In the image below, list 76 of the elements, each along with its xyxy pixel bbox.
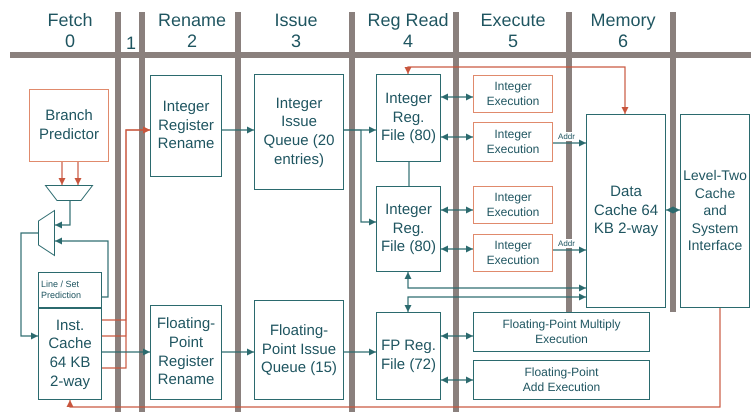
register-file-box bbox=[376, 312, 441, 400]
arrow bbox=[344, 129, 376, 226]
execution-box bbox=[473, 75, 553, 113]
node-label: Integer Reg. File (80) bbox=[380, 200, 437, 258]
stage-number: 6 bbox=[618, 31, 628, 51]
mux-trapezoid bbox=[44, 185, 94, 201]
rename-box bbox=[150, 75, 222, 177]
node-label: Floating-Point Add Execution bbox=[522, 365, 602, 395]
stage-number: 0 bbox=[65, 31, 75, 51]
arrow bbox=[441, 94, 473, 100]
arrow bbox=[404, 294, 586, 312]
arrow bbox=[222, 348, 254, 356]
node-label: Floating-Point Register Rename bbox=[156, 315, 216, 390]
execution-box bbox=[473, 312, 650, 352]
cache-box bbox=[38, 308, 102, 400]
node-label: Data Cache 64 KB 2-way bbox=[592, 182, 660, 240]
stage-number: 2 bbox=[187, 31, 197, 51]
node-label: Floating-Point Multiply Execution bbox=[501, 317, 622, 347]
stage-number: 3 bbox=[291, 31, 301, 51]
execution-box bbox=[473, 360, 650, 400]
edge-label: Addr bbox=[557, 132, 576, 141]
arrow bbox=[20, 232, 38, 340]
arrow bbox=[553, 140, 586, 146]
cache-box bbox=[680, 114, 750, 308]
node-label: Level-Two Cache and System Interface bbox=[683, 167, 747, 255]
register-file-box bbox=[376, 74, 441, 162]
node-label: FP Reg. File (72) bbox=[380, 337, 437, 375]
node-label: Inst. Cache 64 KB 2-way bbox=[47, 316, 93, 392]
stage-name: Reg Read bbox=[367, 10, 449, 30]
stage-name: Memory bbox=[590, 10, 656, 30]
node-label: Line / Set Prediction bbox=[41, 278, 82, 302]
arrow bbox=[404, 66, 628, 114]
arrow bbox=[58, 162, 66, 185]
node-label: Integer Execution bbox=[486, 79, 540, 109]
arrow bbox=[344, 348, 376, 356]
stage-number: 4 bbox=[403, 31, 413, 51]
arrow bbox=[441, 376, 473, 384]
node-label: Integer Reg. File (80) bbox=[380, 90, 437, 146]
arrow bbox=[441, 332, 473, 340]
node-label: Integer Issue Queue (20 entries) bbox=[262, 94, 336, 170]
execution-box bbox=[473, 234, 553, 272]
queue-box bbox=[254, 300, 344, 400]
cache-box bbox=[586, 114, 666, 308]
mux-trapezoid bbox=[38, 210, 55, 256]
prediction-box bbox=[38, 272, 102, 308]
register-file-box bbox=[376, 186, 441, 272]
queue-box bbox=[254, 74, 344, 190]
arrow bbox=[55, 238, 109, 298]
predictor-box bbox=[29, 89, 109, 162]
arrow bbox=[441, 134, 473, 140]
arrow bbox=[441, 206, 473, 214]
arrow bbox=[666, 206, 680, 214]
stage-number: 1 bbox=[126, 33, 136, 53]
node-label: Integer Execution bbox=[486, 190, 540, 220]
arrow bbox=[222, 126, 254, 134]
node-label: Integer Execution bbox=[486, 127, 540, 157]
stage-number: 5 bbox=[508, 31, 518, 51]
rename-box bbox=[150, 305, 222, 400]
node-label: Integer Register Rename bbox=[156, 98, 216, 154]
arrow bbox=[66, 308, 721, 408]
arrow bbox=[441, 246, 473, 252]
arrow bbox=[102, 348, 150, 356]
execution-box bbox=[473, 122, 553, 162]
arrow bbox=[74, 162, 82, 185]
execution-box bbox=[473, 186, 553, 224]
stage-name: Fetch bbox=[47, 10, 93, 30]
arrow bbox=[55, 201, 71, 228]
stage-name: Execute bbox=[480, 10, 546, 30]
edge-label: Addr bbox=[557, 239, 576, 248]
stage-name: Issue bbox=[274, 10, 318, 30]
arrow bbox=[553, 246, 586, 254]
node-label: Integer Execution bbox=[486, 238, 540, 268]
node-label: Floating-Point Issue Queue (15) bbox=[260, 322, 338, 378]
stage-name: Rename bbox=[158, 10, 226, 30]
arrow bbox=[404, 272, 586, 292]
node-label: Branch Predictor bbox=[38, 106, 100, 144]
